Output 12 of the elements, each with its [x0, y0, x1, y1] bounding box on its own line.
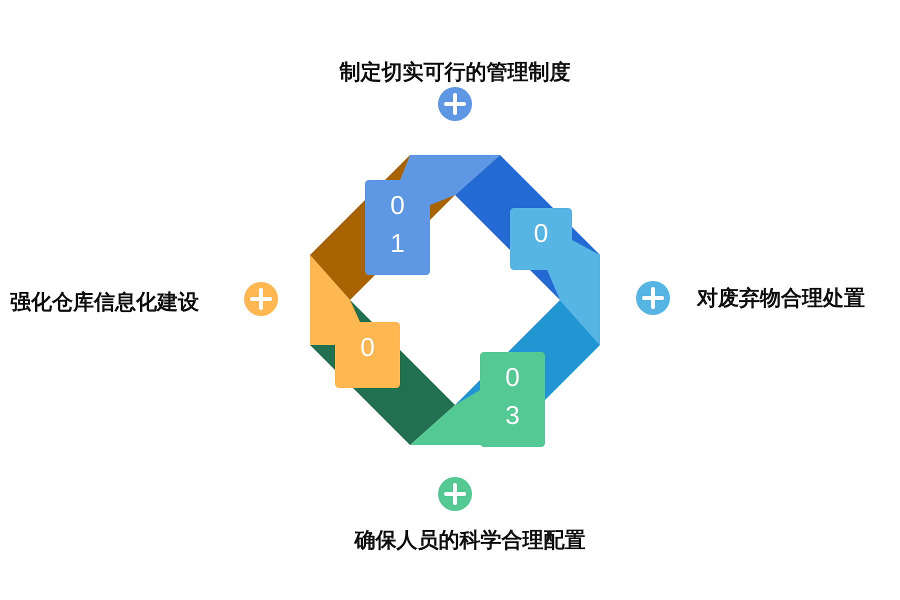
step-number: 0 — [359, 331, 376, 364]
step-number: 01 — [389, 189, 406, 260]
item-label: 制定切实可行的管理制度 — [340, 59, 570, 86]
item-label: 对废弃物合理处置 — [697, 285, 865, 312]
arrow-head-block — [480, 352, 545, 447]
item-label: 强化仓库信息化建设 — [10, 289, 199, 316]
step-number: 03 — [504, 361, 521, 432]
item-label: 确保人员的科学合理配置 — [354, 527, 586, 554]
arrow-head-block — [510, 208, 572, 270]
step-number: 0 — [532, 217, 550, 250]
arrow-head-block — [365, 180, 430, 275]
arrow-head-block — [335, 322, 400, 388]
